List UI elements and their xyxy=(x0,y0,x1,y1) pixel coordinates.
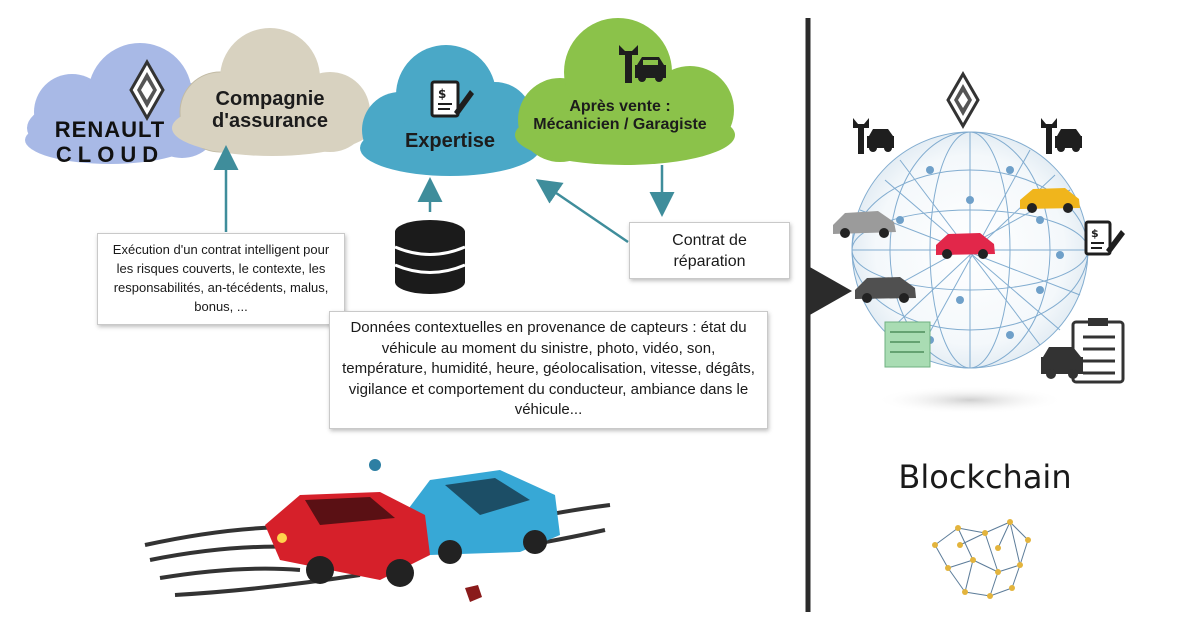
contrat-intelligent-text: Exécution d'un contrat intelligent pour … xyxy=(112,242,330,314)
assurance-line1: Compagnie xyxy=(215,88,325,110)
blockchain-network-icon xyxy=(932,519,1031,599)
car-crash-illustration xyxy=(144,459,611,602)
checklist-car-icon xyxy=(1041,318,1125,384)
wrench-car-icon-left xyxy=(853,118,894,154)
expertise-cloud-label: Expertise xyxy=(380,130,520,152)
car-dark xyxy=(855,277,916,303)
contrat-intelligent-box: Exécution d'un contrat intelligent pour … xyxy=(97,233,345,325)
database-icon xyxy=(394,220,466,294)
contrat-reparation-text: Contrat de réparation xyxy=(672,232,747,270)
renault-logo-small xyxy=(946,70,980,130)
apres-vente-line2: Mécanicien / Garagiste xyxy=(533,115,707,133)
renault-line1: RENAULT xyxy=(54,117,166,142)
expertise-line: Expertise xyxy=(404,130,496,152)
divider-pointer xyxy=(808,266,852,316)
document-pen-icon: $ xyxy=(430,80,474,118)
blockchain-label: Blockchain xyxy=(898,458,1072,496)
document-pen-icon-right: $ xyxy=(1084,220,1125,256)
renault-cloud-label: RENAULT CLOUD xyxy=(30,117,190,167)
assurance-cloud-label: Compagnie d'assurance xyxy=(190,88,350,133)
renault-line2: CLOUD xyxy=(55,141,165,167)
renault-logo xyxy=(129,58,165,122)
apres-vente-line1: Après vente : xyxy=(569,98,671,115)
svg-text:$: $ xyxy=(1091,227,1099,240)
assurance-cloud xyxy=(172,28,372,156)
assurance-line2: d'assurance xyxy=(212,110,328,133)
svg-text:$: $ xyxy=(438,87,446,101)
contrat-reparation-box: Contrat de réparation xyxy=(629,222,790,279)
car-red xyxy=(936,233,995,259)
apres-vente-cloud xyxy=(515,18,735,165)
donnees-capteurs-text: Données contextuelles en provenance de c… xyxy=(342,319,755,418)
insurance-card-icon xyxy=(884,321,931,368)
apres-vente-cloud-label: Après vente : Mécanicien / Garagiste xyxy=(510,98,730,134)
arrow-contrat-to-expertise xyxy=(535,179,629,244)
donnees-capteurs-box: Données contextuelles en provenance de c… xyxy=(329,311,768,429)
car-grey-top xyxy=(833,211,896,238)
wrench-car-icon xyxy=(619,45,666,83)
wrench-car-icon-right xyxy=(1041,118,1082,154)
car-yellow xyxy=(1020,188,1080,213)
